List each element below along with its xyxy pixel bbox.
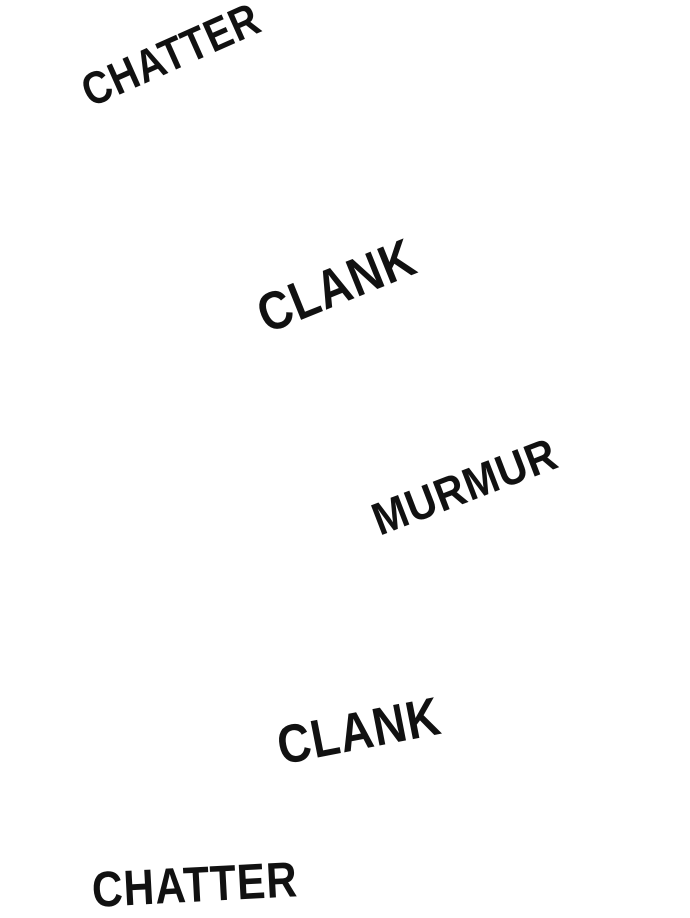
sound-effect-murmur: MURMUR <box>364 427 565 546</box>
sound-effect-clank-upper: CLANK <box>248 227 425 345</box>
sound-effect-chatter-top: CHATTER <box>73 0 269 117</box>
sound-effect-clank-lower: CLANK <box>272 686 446 777</box>
sound-effect-chatter-bottom: CHATTER <box>90 851 300 918</box>
